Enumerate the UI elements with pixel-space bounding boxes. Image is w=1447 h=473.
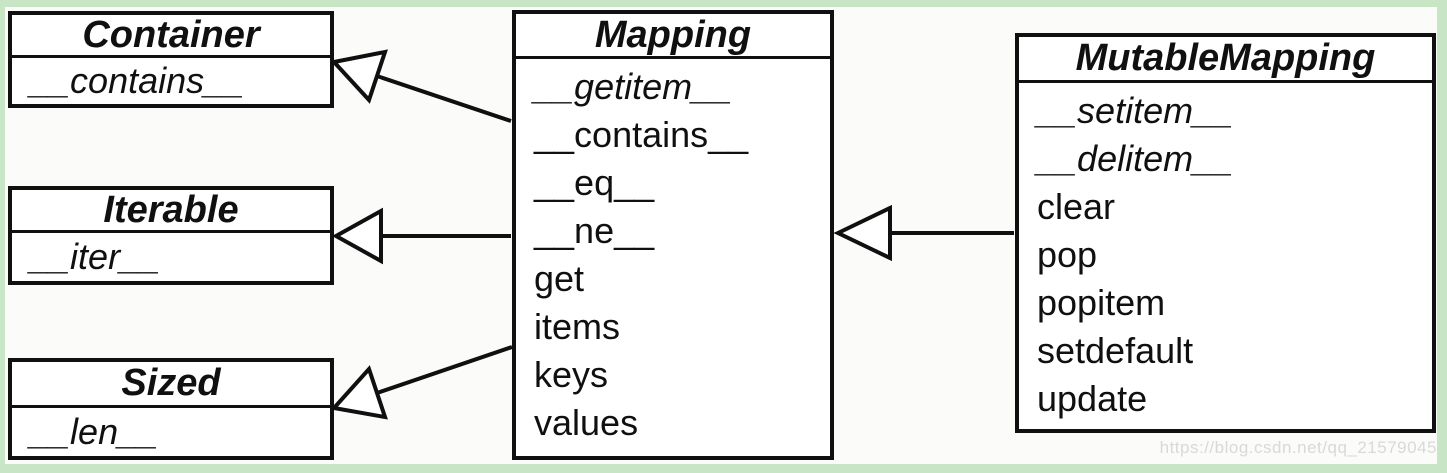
class-member: values bbox=[534, 402, 639, 443]
class-member: update bbox=[1037, 378, 1148, 419]
class-member: __iter__ bbox=[30, 236, 161, 277]
class-members-iterable: __iter__ bbox=[12, 233, 330, 280]
class-member: __eq__ bbox=[534, 162, 655, 203]
class-member: popitem bbox=[1037, 282, 1166, 323]
class-box-mutablemapping: MutableMapping __setitem__ __delitem__cle… bbox=[1015, 33, 1436, 433]
class-member: __contains__ bbox=[30, 60, 245, 101]
class-members-sized: __len__ bbox=[12, 408, 330, 455]
class-members-mapping: __getitem__ __contains__ __eq__ __ne__get it… bbox=[516, 59, 830, 447]
class-member: setdefault bbox=[1037, 330, 1194, 371]
class-title-container: Container bbox=[12, 15, 330, 58]
class-box-iterable: Iterable __iter__ bbox=[8, 186, 334, 285]
class-title-mutablemapping: MutableMapping bbox=[1019, 37, 1432, 83]
class-member: __contains__ bbox=[534, 114, 749, 155]
class-members-container: __contains__ bbox=[12, 58, 330, 103]
class-member: __ne__ bbox=[534, 210, 655, 251]
class-member: items bbox=[534, 306, 621, 347]
class-box-sized: Sized __len__ bbox=[8, 358, 334, 460]
class-member: __delitem__ bbox=[1037, 138, 1234, 179]
class-box-container: Container __contains__ bbox=[8, 11, 334, 108]
class-member: clear bbox=[1037, 186, 1116, 227]
class-member: __len__ bbox=[30, 411, 159, 452]
class-title-mapping: Mapping bbox=[516, 14, 830, 59]
class-member: __setitem__ bbox=[1037, 90, 1234, 131]
class-member: __getitem__ bbox=[534, 66, 733, 107]
class-members-mutablemapping: __setitem__ __delitem__clear pop popitem set… bbox=[1019, 83, 1432, 423]
class-title-sized: Sized bbox=[12, 362, 330, 408]
watermark-url: https://blog.csdn.net/qq_21579045 bbox=[1159, 438, 1437, 457]
class-member: pop bbox=[1037, 234, 1098, 275]
class-member: keys bbox=[534, 354, 609, 395]
class-member: get bbox=[534, 258, 585, 299]
class-box-mapping: Mapping __getitem__ __contains__ __eq__ __n… bbox=[512, 10, 834, 460]
class-title-iterable: Iterable bbox=[12, 190, 330, 233]
